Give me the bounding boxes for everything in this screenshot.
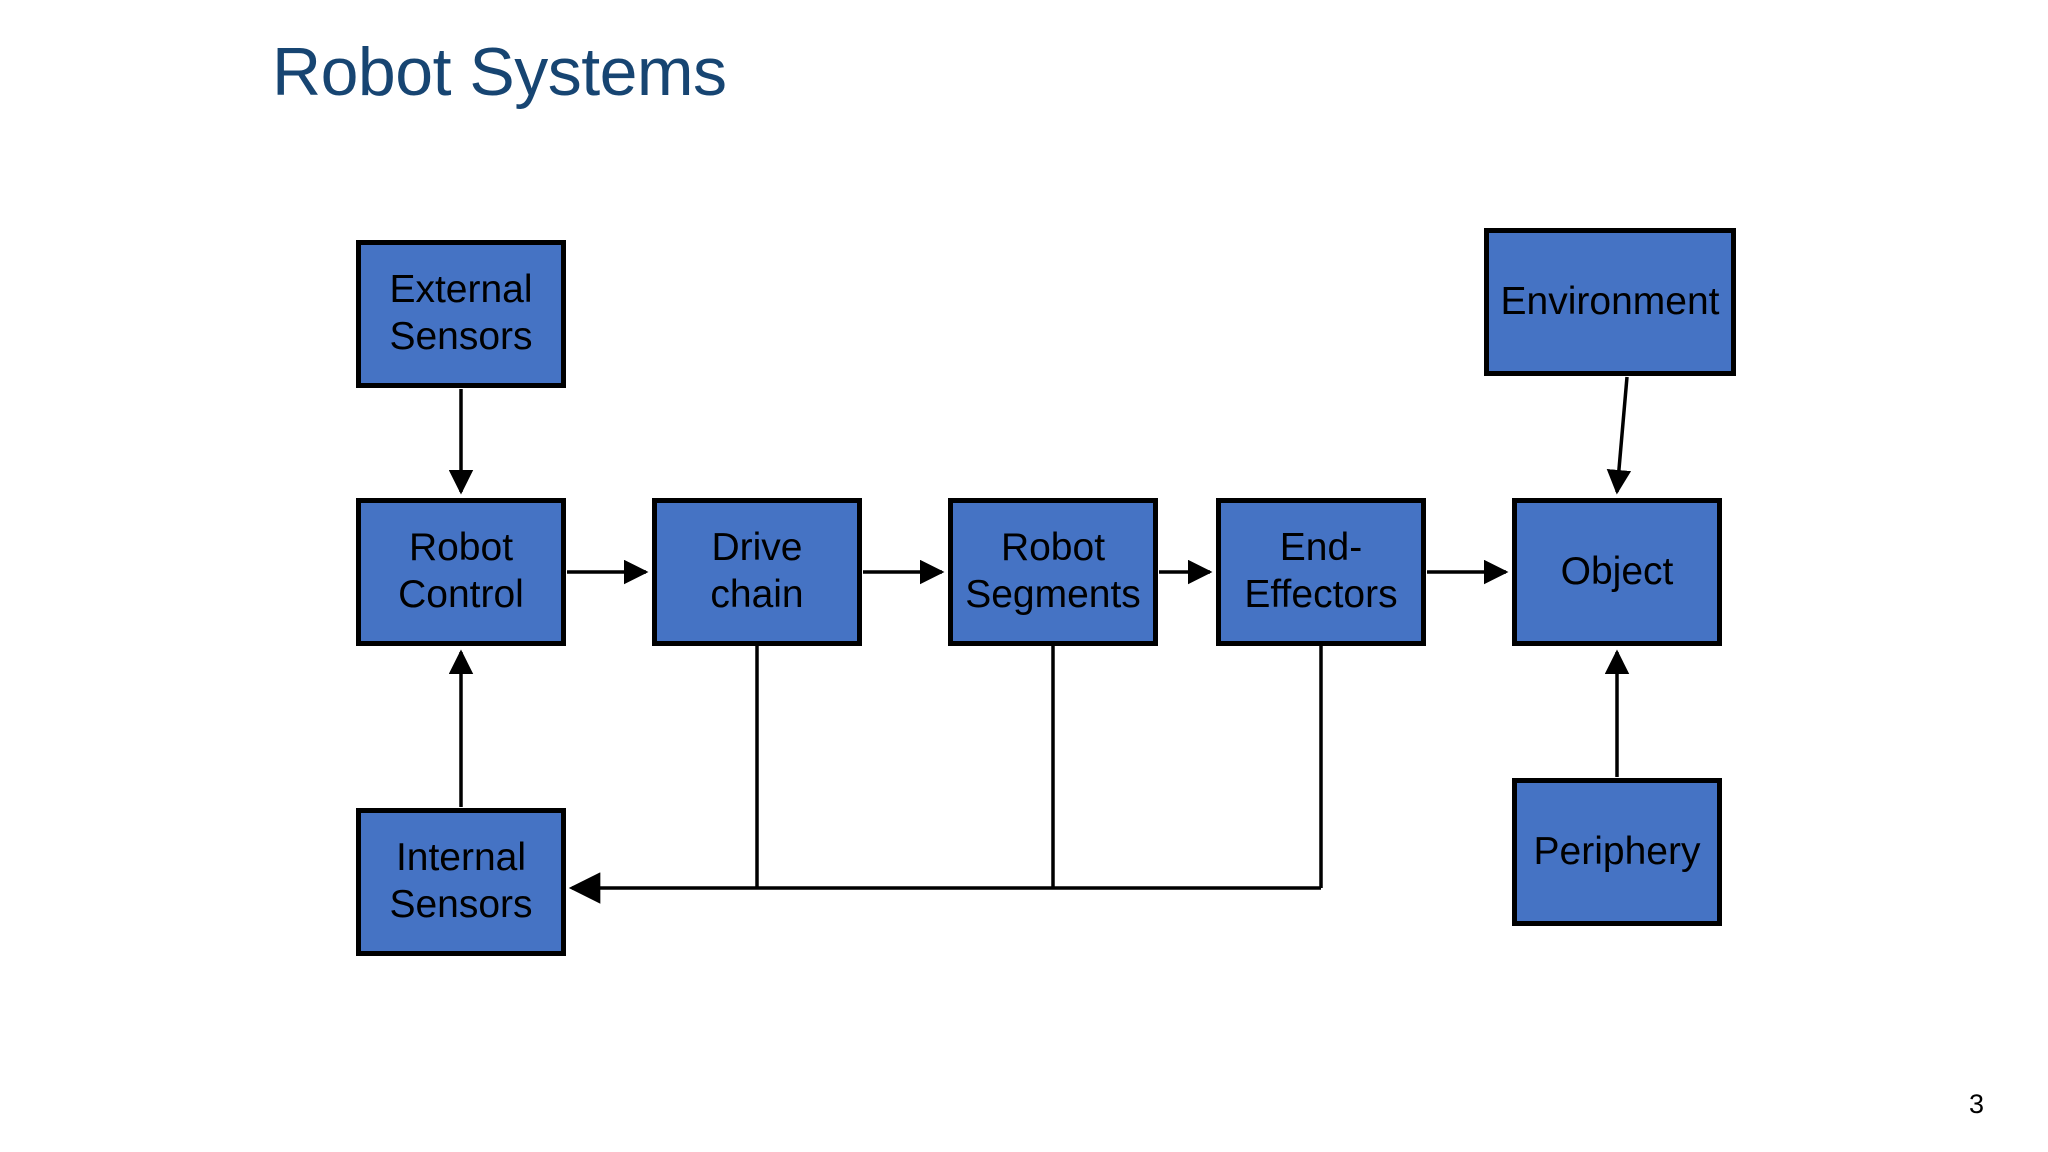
node-robot-control[interactable]: Robot Control xyxy=(356,498,566,646)
node-robot-segments-label: Robot Segments xyxy=(965,526,1141,616)
page-number: 3 xyxy=(1968,1089,1984,1119)
node-external-sensors-label: External Sensors xyxy=(389,268,533,358)
node-object-label: Object xyxy=(1560,549,1674,593)
node-periphery[interactable]: Periphery xyxy=(1512,778,1722,926)
node-end-effectors-label: End- Effectors xyxy=(1244,526,1398,616)
node-periphery-label: Periphery xyxy=(1533,829,1701,873)
node-internal-sensors[interactable]: Internal Sensors xyxy=(356,808,566,956)
node-external-sensors[interactable]: External Sensors xyxy=(356,240,566,388)
node-drive-chain[interactable]: Drive chain xyxy=(652,498,862,646)
node-drive-chain-label: Drive chain xyxy=(710,526,804,616)
node-environment[interactable]: Environment xyxy=(1484,228,1736,376)
node-internal-sensors-label: Internal Sensors xyxy=(389,836,533,926)
node-robot-segments[interactable]: Robot Segments xyxy=(948,498,1158,646)
node-object[interactable]: Object xyxy=(1512,498,1722,646)
edge-environment-to-object xyxy=(1606,376,1632,495)
node-end-effectors[interactable]: End- Effectors xyxy=(1216,498,1426,646)
page-title: Robot Systems xyxy=(272,34,727,110)
node-robot-control-label: Robot Control xyxy=(398,526,524,616)
node-environment-label: Environment xyxy=(1500,279,1720,323)
